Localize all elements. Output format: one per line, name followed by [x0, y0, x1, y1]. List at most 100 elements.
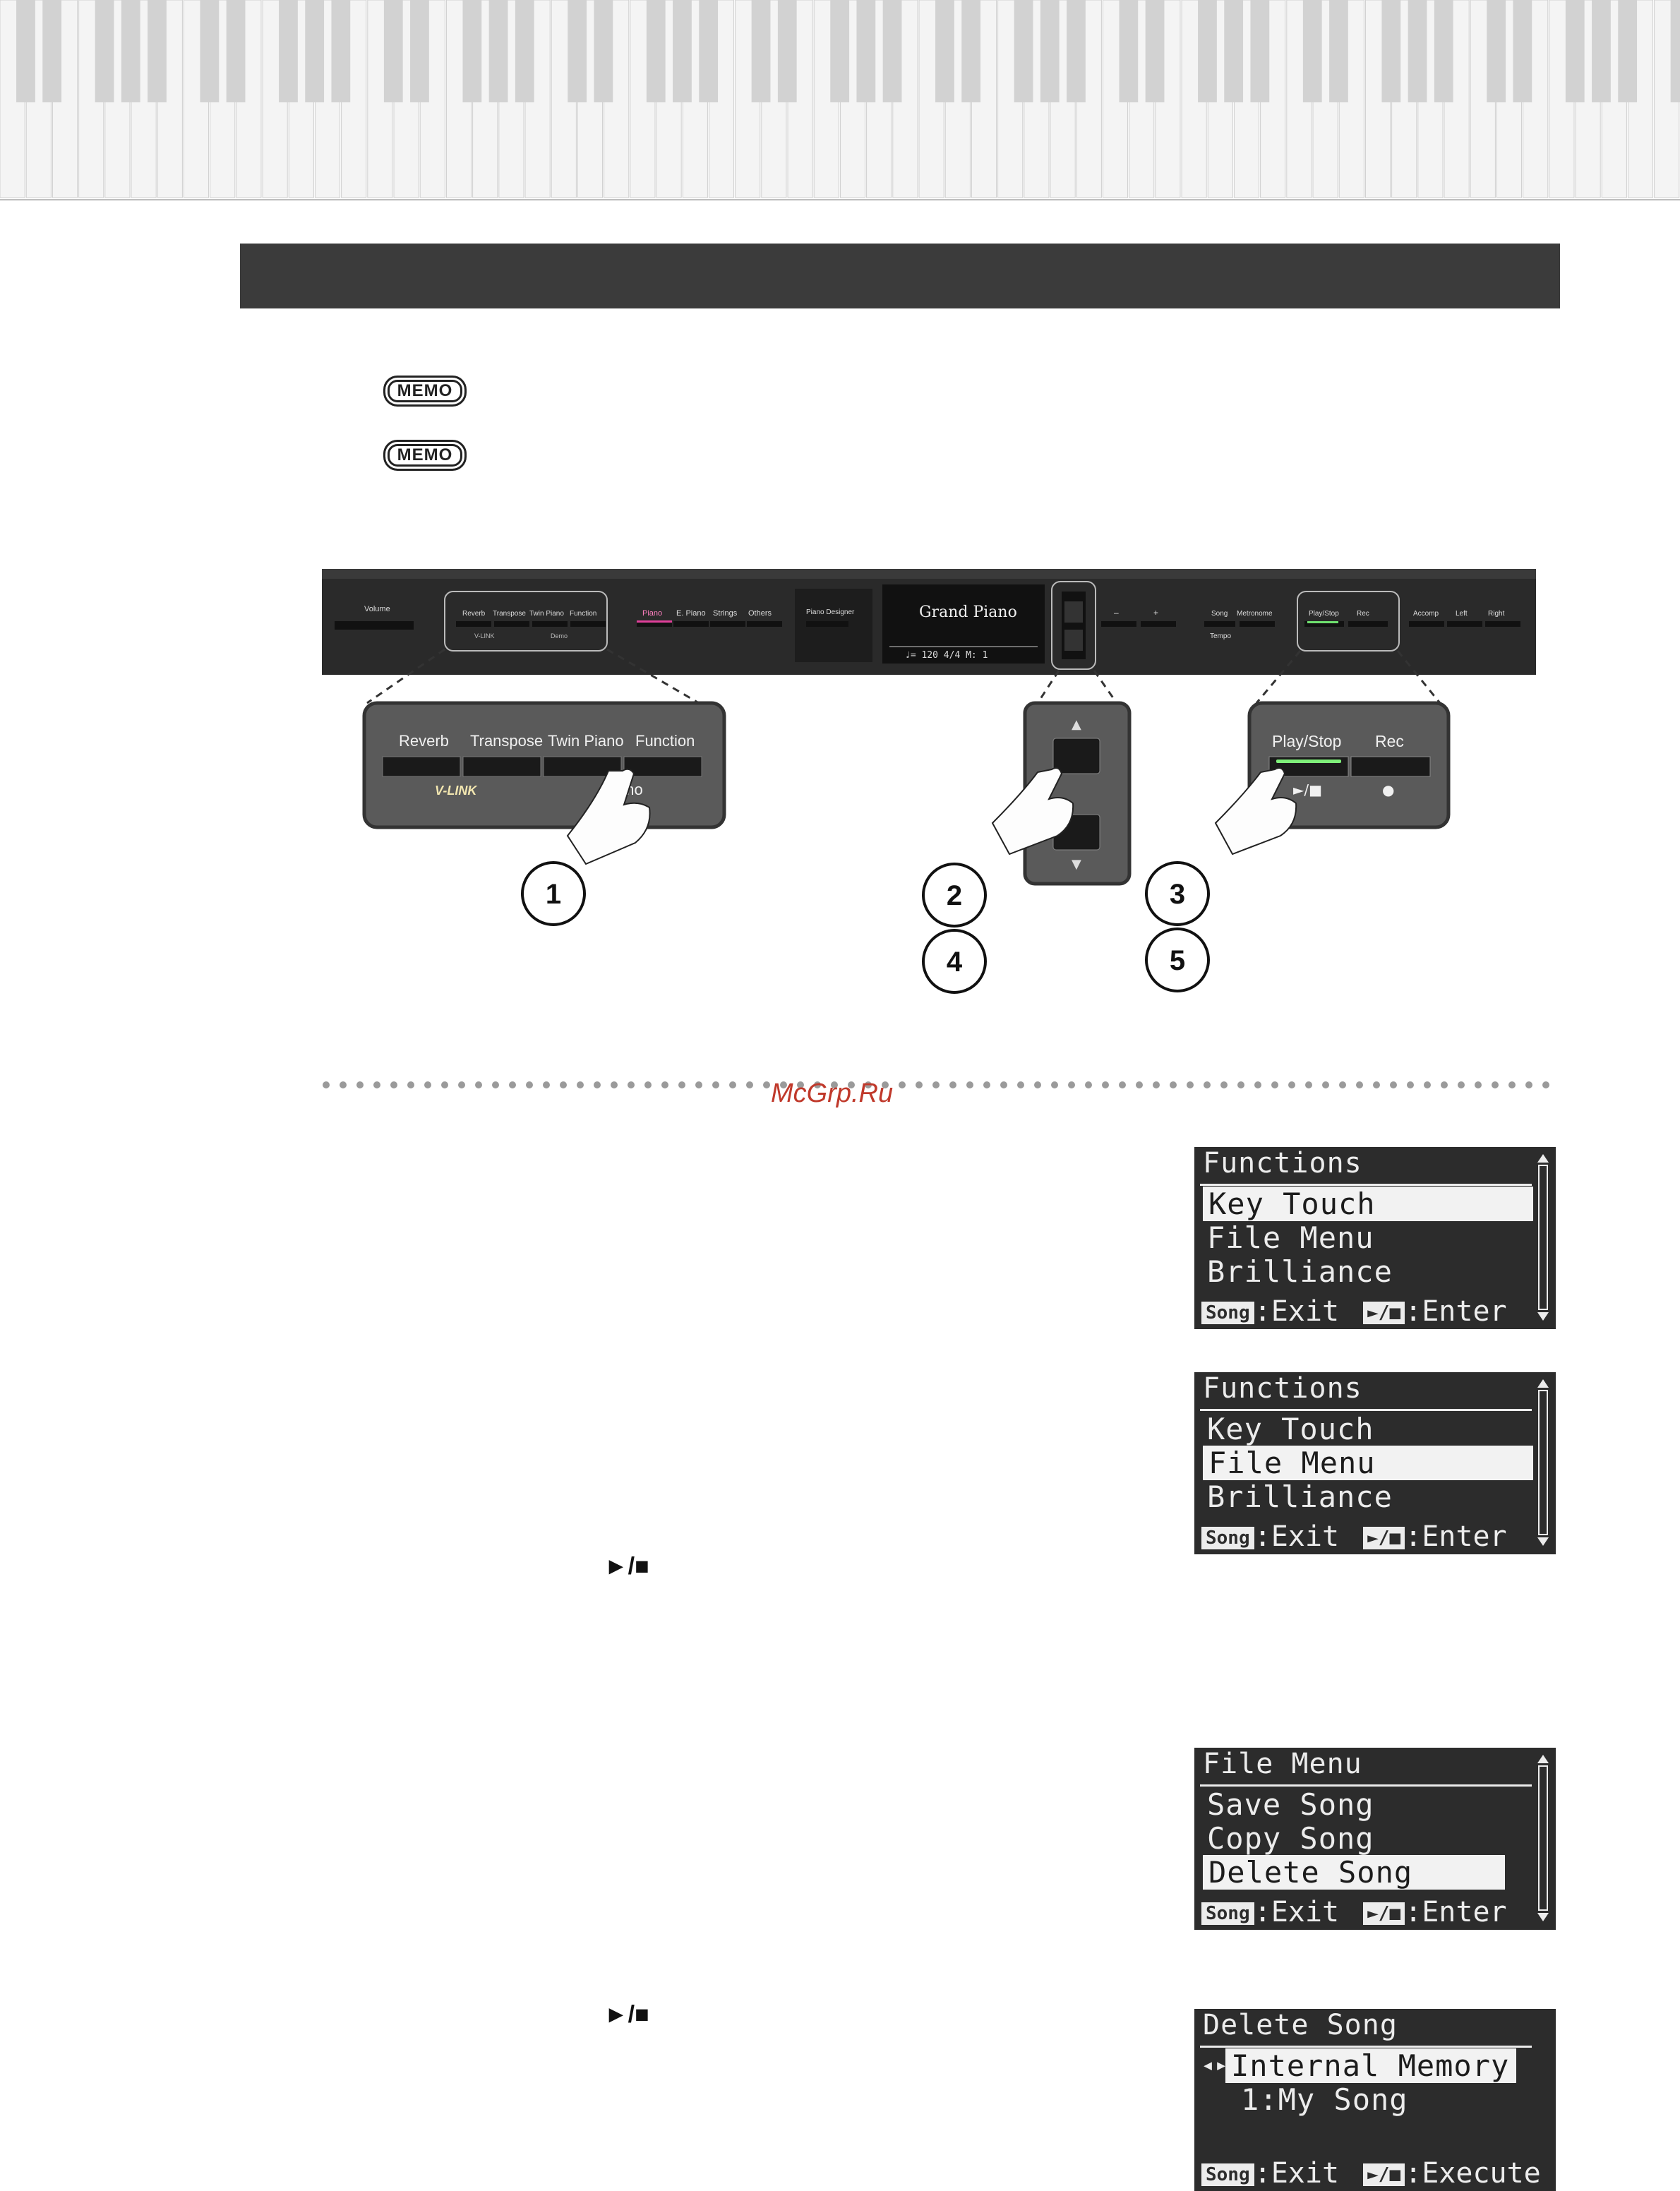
zoom-playstop-rec — [1247, 701, 1451, 829]
step-number-2: 2 — [947, 880, 962, 911]
lcd-title-underline — [1200, 1184, 1532, 1186]
lcd-title-underline — [1200, 1409, 1532, 1411]
finger-pointer-icon — [1214, 767, 1297, 856]
transpose-button — [462, 756, 541, 777]
black-key — [279, 0, 298, 102]
black-key — [646, 0, 666, 102]
tone-piano: Piano — [642, 609, 662, 618]
separator-dot — [1119, 1081, 1126, 1088]
lcd-item-selected: Key Touch — [1203, 1187, 1533, 1221]
lcd-title: Functions — [1203, 1372, 1362, 1405]
black-key — [594, 0, 613, 102]
separator-dot — [661, 1081, 668, 1088]
panel-illustration: Volume Reverb Transpose Twin Piano Funct… — [322, 569, 1536, 994]
separator-dot — [594, 1081, 601, 1088]
lcd-screen-delete-song: Delete Song ◂▸ Internal Memory 1:My Song… — [1194, 2009, 1556, 2191]
separator-dot — [356, 1081, 364, 1088]
separator-dot — [1204, 1081, 1211, 1088]
tone-strings: Strings — [713, 609, 738, 618]
panel-song: Song — [1211, 610, 1228, 618]
separator-dot — [424, 1081, 431, 1088]
step-circle-4 — [922, 929, 987, 994]
black-key — [699, 0, 719, 102]
twin-piano-button — [543, 756, 622, 777]
lcd-item: 1:My Song — [1241, 2082, 1408, 2117]
separator-dot — [644, 1081, 652, 1088]
black-key — [882, 0, 902, 102]
separator-dot — [1136, 1081, 1143, 1088]
black-key — [1145, 0, 1165, 102]
separator-dot — [1339, 1081, 1346, 1088]
scrollbar-icon — [1537, 1379, 1549, 1546]
separator-dot — [1000, 1081, 1007, 1088]
left-right-arrows-icon: ◂▸ — [1201, 2053, 1229, 2077]
zoom-play-label: Play/Stop — [1272, 732, 1341, 750]
up-arrow-icon: ▲ — [1072, 717, 1081, 732]
function-button — [623, 756, 702, 777]
black-key — [200, 0, 220, 102]
separator-dot — [475, 1081, 482, 1088]
black-key — [1487, 0, 1506, 102]
scrollbar-icon — [1537, 1154, 1549, 1321]
separator-dot — [932, 1081, 940, 1088]
separator-dot — [814, 1081, 821, 1088]
black-key — [410, 0, 429, 102]
step-circle-2 — [922, 863, 987, 928]
lcd-item: Key Touch — [1207, 1412, 1374, 1446]
separator-dot — [1068, 1081, 1075, 1088]
lcd-item: Brilliance — [1207, 1254, 1393, 1289]
lcd-item-selected: Internal Memory — [1225, 2048, 1517, 2083]
separator-dot — [1492, 1081, 1499, 1088]
play-stop-symbol: ►/■ — [604, 2001, 649, 2028]
lcd-item-selected: Delete Song — [1203, 1855, 1505, 1890]
separator-dot — [966, 1081, 973, 1088]
black-key — [95, 0, 114, 102]
panel-label-reverb: Reverb — [462, 610, 486, 618]
step-number-1: 1 — [546, 879, 561, 910]
separator-dot — [407, 1081, 414, 1088]
play-stop-chip: ►/■ — [1363, 1302, 1405, 1324]
separator-dot — [509, 1081, 516, 1088]
lcd-title: Functions — [1203, 1147, 1362, 1179]
lcd-footer-exit: :Exit — [1254, 1896, 1340, 1928]
separator-dot — [492, 1081, 499, 1088]
header-divider — [0, 199, 1680, 200]
highlight-outline — [1051, 581, 1096, 670]
lcd-title: Delete Song — [1203, 2009, 1398, 2041]
panel-tempo: Tempo — [1210, 632, 1231, 640]
black-key — [568, 0, 587, 102]
lcd-screen-file-menu: File Menu Save Song Copy Song Delete Son… — [1194, 1748, 1556, 1930]
black-key — [1670, 0, 1680, 102]
lcd-screen-functions-2: Functions Key Touch File Menu Brilliance… — [1194, 1372, 1556, 1554]
panel-minus: – — [1114, 608, 1119, 618]
black-key — [856, 0, 876, 102]
separator-dot — [899, 1081, 906, 1088]
separator-dot — [916, 1081, 923, 1088]
panel-vlink: V-LINK — [474, 632, 495, 640]
separator-dot — [1508, 1081, 1516, 1088]
separator-dot — [526, 1081, 533, 1088]
separator-dot — [1424, 1081, 1431, 1088]
down-arrow-icon: ▼ — [1072, 857, 1081, 872]
separator-dot — [1187, 1081, 1194, 1088]
separator-dot — [695, 1081, 702, 1088]
separator-dot — [628, 1081, 635, 1088]
play-stop-chip: ►/■ — [1363, 1902, 1405, 1925]
lcd-footer-enter: :Enter — [1405, 1295, 1507, 1328]
cursor-up-button — [1052, 738, 1100, 774]
panel-left: Left — [1456, 610, 1468, 618]
black-key — [331, 0, 351, 102]
black-key — [1618, 0, 1638, 102]
play-stop-symbol: ►/■ — [604, 1553, 649, 1580]
separator-dot — [712, 1081, 719, 1088]
lcd-footer-execute: :Execute — [1405, 2157, 1541, 2190]
panel-label-twin-piano: Twin Piano — [529, 610, 564, 618]
play-stop-chip: ►/■ — [1363, 1527, 1405, 1549]
separator-dot — [1051, 1081, 1058, 1088]
black-key — [1513, 0, 1532, 102]
separator-dot — [780, 1081, 787, 1088]
separator-dot — [1017, 1081, 1024, 1088]
black-key — [1119, 0, 1139, 102]
black-key — [777, 0, 797, 102]
panel-rec: Rec — [1357, 610, 1369, 618]
